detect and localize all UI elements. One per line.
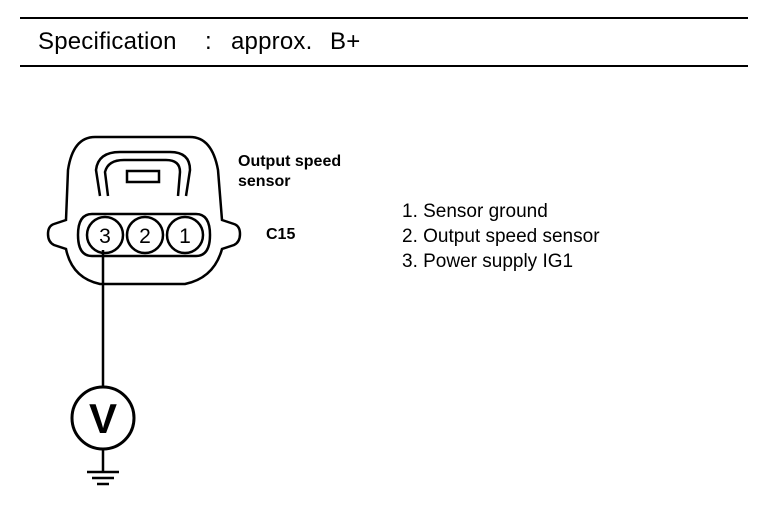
- connector-name-line2: sensor: [238, 173, 291, 190]
- pin-3-circle: [85, 215, 125, 255]
- connector-housing: [46, 135, 242, 286]
- voltmeter-symbol: V: [89, 395, 117, 442]
- connector-code: C15: [266, 226, 296, 243]
- specification-colon: :: [205, 28, 212, 55]
- pin-1-circle: [165, 215, 205, 255]
- pin-legend: 1. Sensor ground 2. Output speed sensor …: [402, 199, 600, 274]
- header-top-rule: [20, 17, 748, 19]
- specification-approx: approx.: [231, 28, 313, 55]
- connector-name-line1: Output speed: [238, 153, 342, 170]
- pin-2-circle: [125, 215, 165, 255]
- header-bottom-rule: [20, 65, 748, 67]
- specification-value: B+: [330, 28, 361, 55]
- legend-item: 1. Sensor ground: [402, 201, 548, 222]
- connector-cavity: [76, 212, 212, 258]
- specification-line: Specification : approx. B+: [38, 28, 360, 168]
- legend-item: 2. Output speed sensor: [402, 226, 600, 247]
- connector-latch-inner: [103, 158, 182, 197]
- pin-2-label: 2: [139, 225, 151, 248]
- pin-1-label: 1: [179, 225, 191, 248]
- specification-label: Specification: [38, 28, 177, 55]
- connector-name: Output speed sensor: [238, 152, 341, 192]
- pin-3-label: 3: [99, 225, 111, 248]
- legend-item: 3. Power supply IG1: [402, 251, 574, 272]
- connector-key: [125, 169, 161, 184]
- connector-latch-frame: [94, 150, 192, 197]
